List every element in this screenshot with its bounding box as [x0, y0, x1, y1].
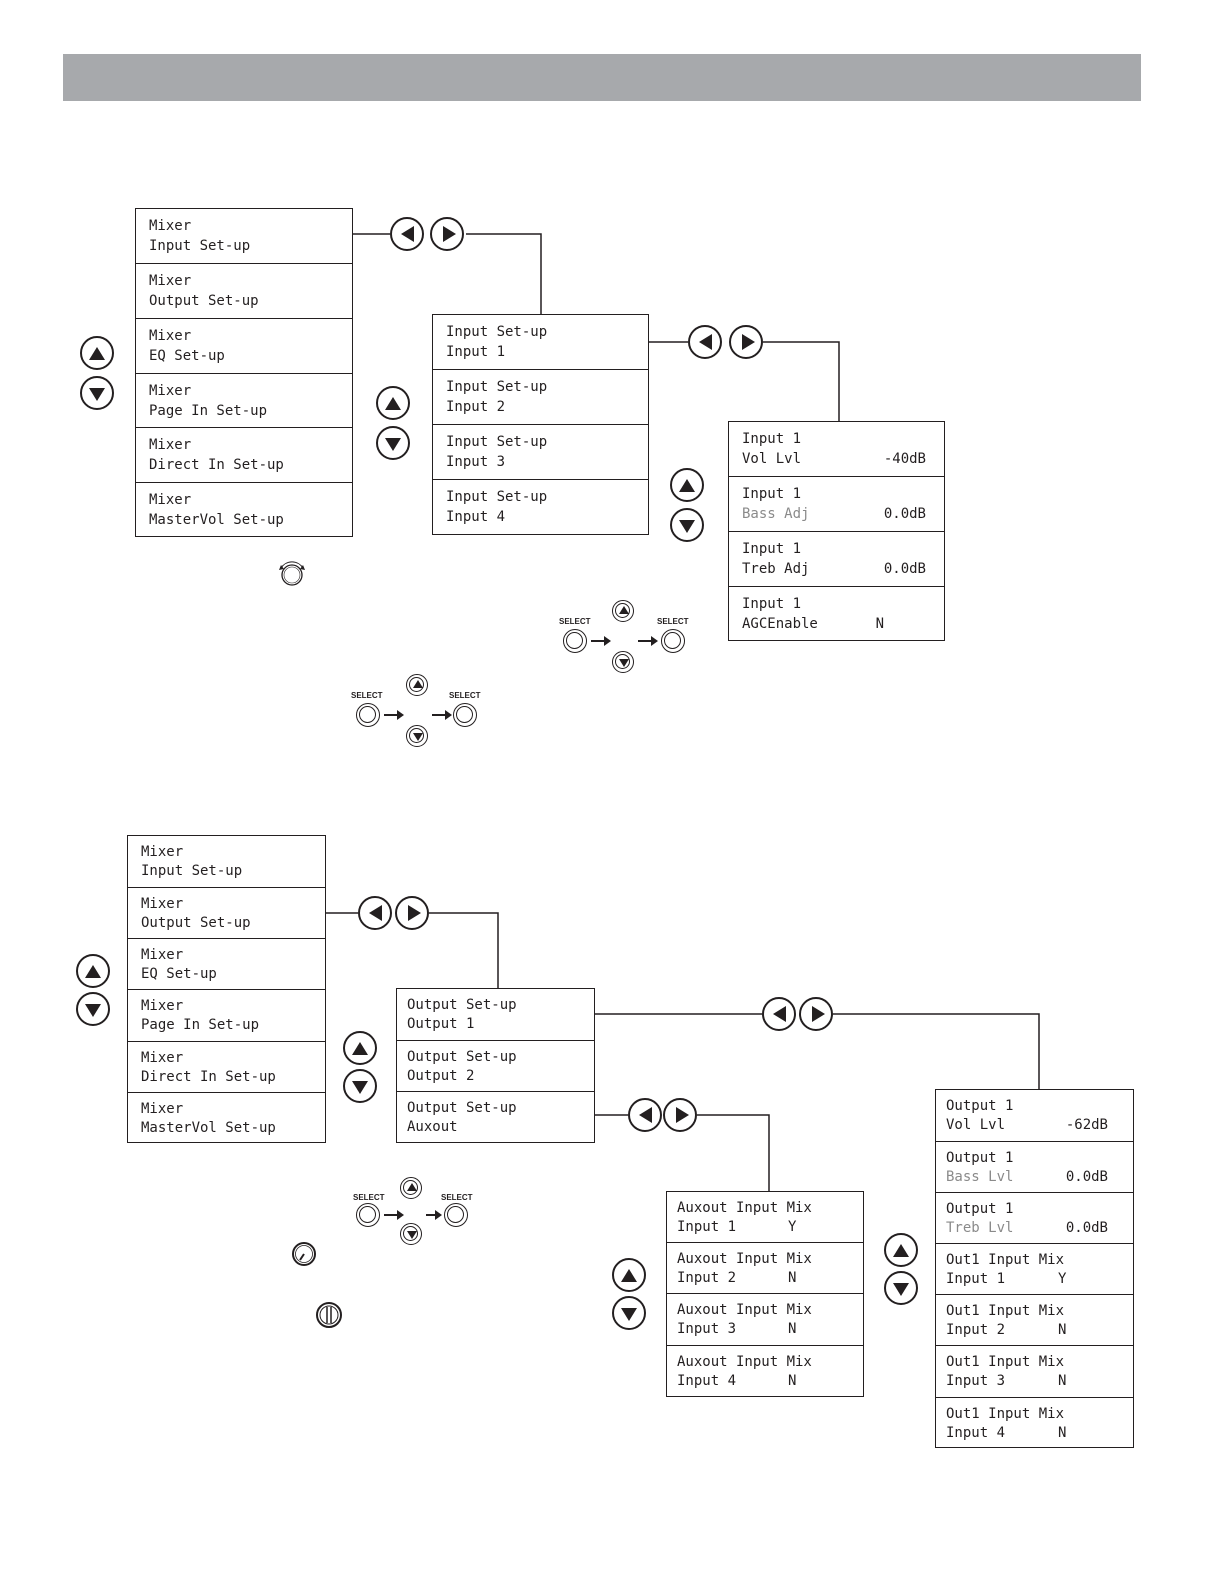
up-arrow-icon[interactable]	[376, 386, 410, 420]
arrow-icon	[384, 710, 404, 720]
select-sequence: SELECT SELECT	[558, 598, 708, 678]
select-sequence: SELECT SELECT	[352, 1176, 502, 1256]
down-arrow-icon[interactable]	[884, 1271, 918, 1305]
arrow-icon	[432, 710, 452, 720]
right-arrow-icon[interactable]	[395, 896, 429, 930]
arrow-icon	[591, 636, 611, 646]
down-arrow-icon[interactable]	[80, 376, 114, 410]
down-arrow-icon[interactable]	[612, 651, 634, 673]
right-arrow-icon[interactable]	[663, 1098, 697, 1132]
up-arrow-icon[interactable]	[670, 468, 704, 502]
down-arrow-icon[interactable]	[612, 1296, 646, 1330]
select-button[interactable]	[356, 703, 380, 727]
volume-knob-icon	[279, 561, 305, 586]
left-arrow-icon[interactable]	[762, 997, 796, 1031]
volume-knob-icon	[316, 1302, 342, 1328]
up-arrow-icon[interactable]	[80, 336, 114, 370]
select-label: SELECT	[559, 617, 591, 626]
left-arrow-icon[interactable]	[390, 217, 424, 251]
up-arrow-icon[interactable]	[612, 1258, 646, 1292]
left-arrow-icon[interactable]	[628, 1098, 662, 1132]
arrow-icon	[426, 1210, 442, 1220]
down-arrow-icon[interactable]	[670, 508, 704, 542]
arrow-icon	[384, 1210, 404, 1220]
down-arrow-icon[interactable]	[76, 992, 110, 1026]
select-button[interactable]	[661, 629, 685, 653]
select-label: SELECT	[441, 1193, 473, 1202]
right-arrow-icon[interactable]	[799, 997, 833, 1031]
select-label: SELECT	[657, 617, 689, 626]
left-arrow-icon[interactable]	[688, 325, 722, 359]
up-arrow-icon[interactable]	[612, 600, 634, 622]
volume-knob-icon	[292, 1242, 316, 1266]
up-arrow-icon[interactable]	[400, 1177, 422, 1199]
down-arrow-icon[interactable]	[400, 1223, 422, 1245]
right-arrow-icon[interactable]	[729, 325, 763, 359]
select-label: SELECT	[449, 691, 481, 700]
select-button[interactable]	[563, 629, 587, 653]
down-arrow-icon[interactable]	[376, 426, 410, 460]
up-arrow-icon[interactable]	[406, 674, 428, 696]
left-arrow-icon[interactable]	[358, 896, 392, 930]
up-arrow-icon[interactable]	[343, 1031, 377, 1065]
select-button[interactable]	[444, 1203, 468, 1227]
down-arrow-icon[interactable]	[406, 725, 428, 747]
select-button[interactable]	[356, 1203, 380, 1227]
select-button[interactable]	[453, 703, 477, 727]
select-label: SELECT	[351, 691, 383, 700]
select-label: SELECT	[353, 1193, 385, 1202]
up-arrow-icon[interactable]	[884, 1233, 918, 1267]
up-arrow-icon[interactable]	[76, 954, 110, 988]
arrow-icon	[638, 636, 658, 646]
down-arrow-icon[interactable]	[343, 1069, 377, 1103]
header-bar	[63, 54, 1141, 101]
select-sequence: SELECT SELECT	[351, 672, 501, 752]
right-arrow-icon[interactable]	[430, 217, 464, 251]
